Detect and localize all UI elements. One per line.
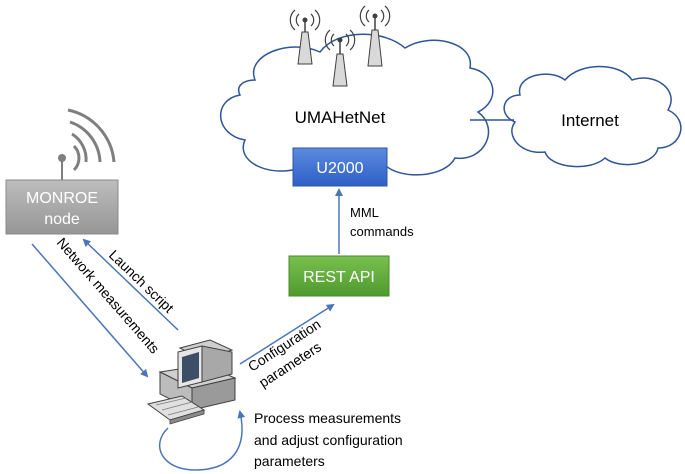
launch-script-arrow: [82, 238, 179, 331]
umahetnet-label: UMAHetNet: [295, 108, 386, 127]
rest-api-label: REST API: [303, 269, 375, 286]
mml-label-line2: commands: [350, 224, 414, 239]
monroe-label-line1: MONROE: [26, 190, 98, 207]
umahetnet-cloud: [220, 33, 494, 179]
antenna-tower-icon: [289, 9, 321, 65]
u2000-label: U2000: [316, 160, 363, 177]
process-label-line1: Process measurements: [254, 410, 401, 426]
internet-label: Internet: [561, 111, 619, 130]
wifi-signal-icon: [58, 108, 116, 180]
configuration-arrow: [239, 303, 335, 365]
monroe-node-box: MONROE node: [5, 179, 119, 235]
process-label-line2: and adjust configuration: [254, 432, 403, 448]
process-loop-arrow: [158, 410, 246, 471]
network-measurements-arrow: [31, 243, 149, 378]
desktop-computer-icon: [146, 339, 237, 425]
internet-cloud: [503, 65, 682, 168]
process-label-line3: parameters: [254, 453, 325, 469]
mml-label-line1: MML: [350, 205, 379, 220]
monroe-label-line2: node: [44, 211, 80, 228]
rest-api-box: REST API: [288, 255, 390, 297]
u2000-box: U2000: [292, 147, 388, 187]
antenna-tower-icon: [359, 5, 391, 67]
